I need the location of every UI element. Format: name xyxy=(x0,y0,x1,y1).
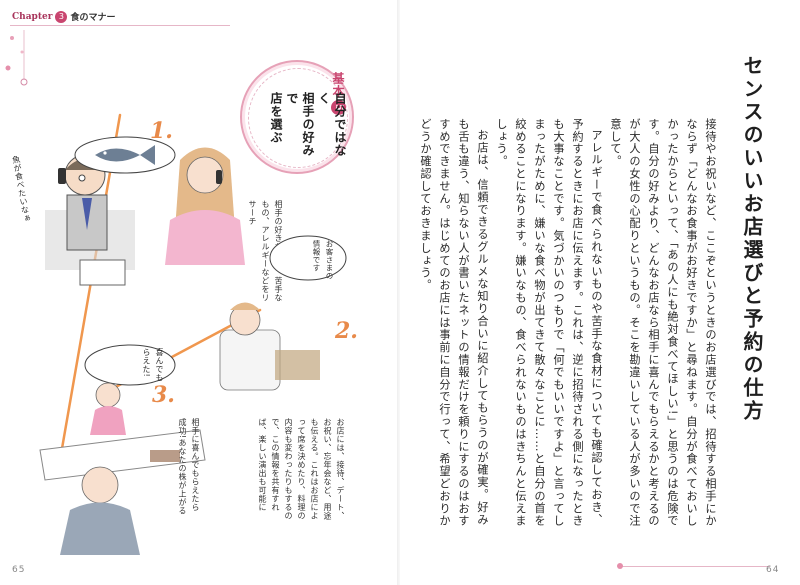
badge-text: 自分ではなく 相手の好みで 店を選ぶ xyxy=(268,92,348,162)
thought-bubble-fish-icon xyxy=(74,136,176,182)
illustration-man-on-phone-icon xyxy=(45,154,135,286)
illustration-woman-on-phone-icon xyxy=(165,147,245,265)
illustration-table-man-icon xyxy=(39,429,206,555)
badge-number: 5 xyxy=(331,100,346,115)
speech-happy: 喜んでもらえた! xyxy=(142,348,164,382)
panel-number-3: 3. xyxy=(152,382,175,408)
lesson-badge xyxy=(240,60,354,174)
decorative-line xyxy=(10,25,230,26)
paragraph-2: アレルギーで食べられないものや苦手な食材についても確認しておき、予約するときにお… xyxy=(495,118,603,528)
panel-number-1: 1. xyxy=(150,118,173,144)
speech-bubble-happy-icon xyxy=(84,344,176,386)
sparkle-icon xyxy=(617,563,623,569)
chapter-title: 食のマナー xyxy=(70,13,116,23)
right-page: センスのいいお店選びと予約の仕方 接待やお祝いなど、ここぞというときのお店選びで… xyxy=(400,0,800,585)
decorative-line-bottom xyxy=(620,566,770,567)
note-success: 相手に喜んでもらえたら成功!あなたの株が上がる xyxy=(178,418,200,516)
speech-guest: お客さまの情報です xyxy=(312,240,334,280)
chapter-number: 3 xyxy=(55,10,68,23)
illustration-woman-calling-icon xyxy=(219,302,320,391)
badge-line-1: 自分ではなく xyxy=(317,92,347,157)
badge-line-2: 相手の好みで xyxy=(285,92,315,157)
article-heading: センスのいいお店選びと予約の仕方 xyxy=(740,55,764,423)
paragraph-1: 接待やお祝いなど、ここぞというときのお店選びでは、招待する相手にかならず「どんな… xyxy=(609,118,717,528)
sparkle-decoration-icon xyxy=(5,30,28,86)
article-body: 接待やお祝いなど、ここぞというときのお店選びでは、招待する相手にかならず「どんな… xyxy=(419,118,720,528)
page-number-right: 64 xyxy=(766,565,780,575)
panel-number-2: 2. xyxy=(335,318,358,344)
speech-bubble-guest-icon xyxy=(269,235,347,281)
badge-label: 基本5 xyxy=(330,72,347,115)
left-page: Chapter 3 食のマナー 基本5 自分ではなく 相手の好みで 店を選ぶ 1… xyxy=(5,10,358,575)
chapter-label: Chapter xyxy=(12,11,53,22)
illustration-woman-smiling-icon xyxy=(90,382,126,435)
paragraph-3: お店は、信頼できるグルメな知り合いに紹介してもらうのが確実。好みも舌も違う、知ら… xyxy=(419,118,489,528)
chapter-header: Chapter 3 食のマナー xyxy=(12,10,115,23)
page-number-left: 65 xyxy=(12,565,26,575)
badge-line-3: 店を選ぶ xyxy=(269,92,283,144)
note-purpose: お店には、接待、デート、お祝い、忘年会など、用途も伝える。これはお店によって席を… xyxy=(258,418,345,520)
